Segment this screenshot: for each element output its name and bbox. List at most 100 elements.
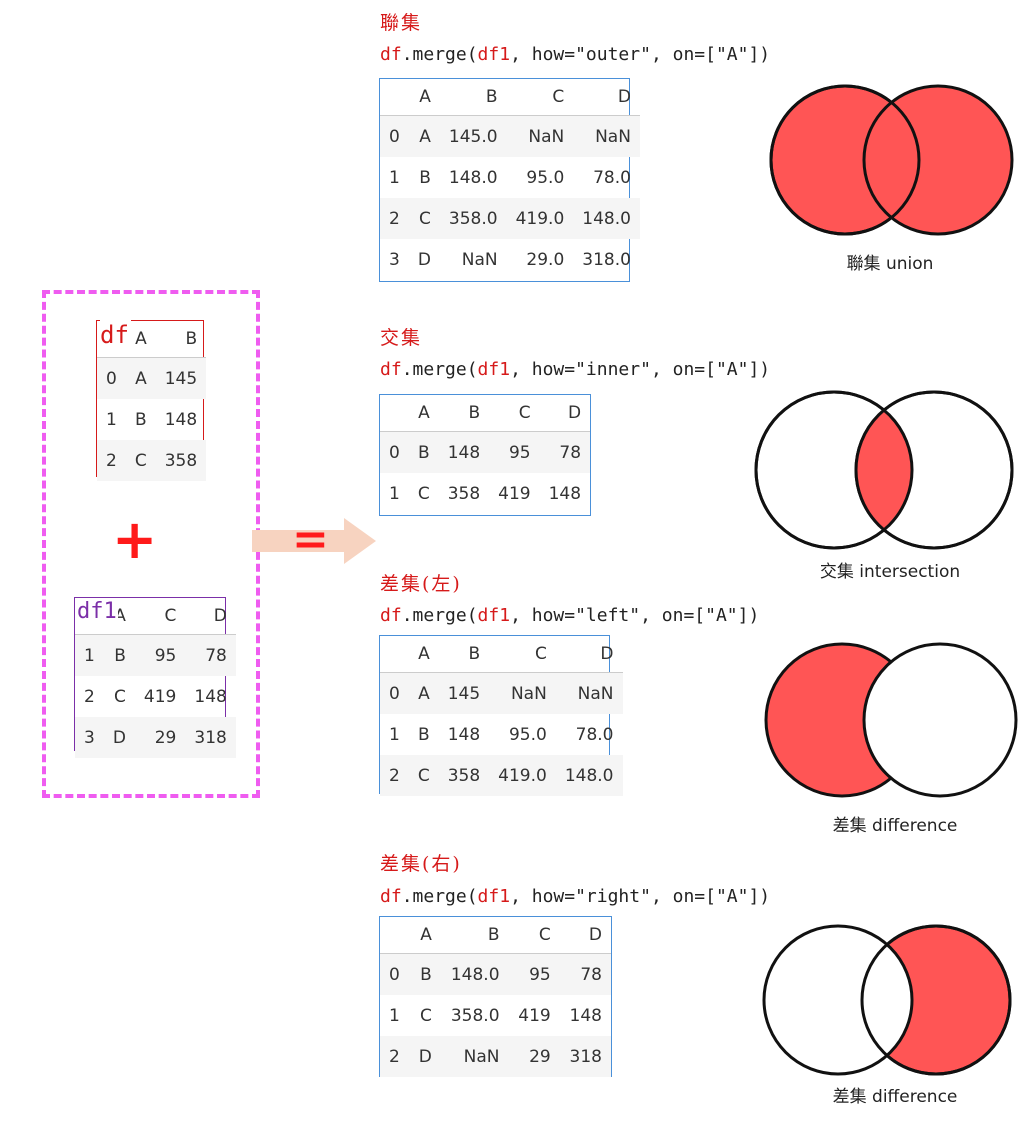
cell: 95	[134, 634, 186, 676]
right-difference-title: 差集(右)	[380, 853, 462, 875]
venn-intersection-fill	[856, 392, 912, 548]
col-d: D	[559, 917, 611, 954]
cell: B	[418, 724, 430, 745]
union-code: df.merge(df1, how="outer", on=["A"])	[380, 44, 770, 65]
cell: D	[103, 717, 135, 758]
cell: 145.0	[439, 115, 507, 157]
cell: 0	[380, 672, 409, 714]
cell: 145	[155, 357, 207, 399]
col-b: B	[438, 636, 490, 673]
cell: C	[114, 686, 126, 707]
cell: 145	[438, 672, 490, 714]
cell: 1	[389, 724, 400, 745]
cell: A	[408, 672, 439, 714]
intersection-title: 交集	[380, 327, 423, 349]
df1-label: df1	[77, 598, 118, 626]
col-d: D	[555, 636, 623, 673]
code-args: , how="right", on=["A"])	[510, 886, 771, 907]
cell: A	[125, 357, 156, 399]
cell: C	[408, 755, 439, 796]
col-index	[380, 636, 409, 673]
cell: 0	[97, 357, 126, 399]
intersection-venn-diagram	[754, 390, 1014, 550]
code-method: .merge(	[401, 44, 478, 65]
cell: C	[419, 1005, 432, 1026]
code-df: df	[380, 605, 402, 626]
cell: 2	[380, 1036, 410, 1077]
df1-col-c: C	[134, 598, 186, 635]
cell: NaN	[573, 115, 640, 157]
cell: 29.0	[526, 249, 565, 270]
union-venn-label: 聯集 union	[846, 254, 934, 274]
cell: 318	[559, 1036, 611, 1077]
code-df1: df1	[477, 359, 511, 380]
cell: 2	[380, 198, 409, 239]
col-index	[380, 79, 409, 116]
left-difference-title: 差集(左)	[380, 573, 462, 595]
intersection-venn-label: 交集 intersection	[819, 562, 961, 582]
cell: 29	[134, 717, 186, 758]
venn-left-circle	[762, 924, 914, 1076]
cell: D	[409, 1036, 441, 1077]
df-label: df	[100, 320, 131, 350]
cell: B	[409, 953, 441, 995]
cell: 78.0	[593, 167, 631, 188]
result-arrow	[252, 518, 376, 564]
cell: NaN	[506, 115, 574, 157]
cell: 78	[559, 953, 611, 995]
plus-sign: +	[112, 508, 158, 571]
col-c: C	[508, 917, 560, 954]
cell: 1	[389, 167, 400, 188]
code-method: .merge(	[401, 359, 478, 380]
union-title: 聯集	[380, 12, 423, 34]
right-difference-venn-label: 差集 difference	[832, 1087, 958, 1107]
cell: B	[135, 409, 147, 430]
cell: 358.0	[439, 198, 507, 239]
cell: 148	[164, 409, 198, 430]
cell: 358	[155, 440, 207, 481]
cell: B	[408, 431, 439, 473]
code-args: , how="left", on=["A"])	[510, 605, 760, 626]
cell: 419	[518, 1005, 551, 1026]
cell: B	[103, 634, 135, 676]
col-d: D	[539, 395, 591, 432]
cell: C	[125, 440, 156, 481]
cell: 148.0	[448, 167, 498, 188]
cell: 0	[380, 431, 409, 473]
col-index	[380, 395, 409, 432]
left-difference-venn-label: 差集 difference	[832, 816, 958, 836]
cell: 419.0	[506, 198, 574, 239]
code-df1: df1	[477, 886, 511, 907]
right-difference-venn-diagram	[762, 924, 1012, 1076]
col-c: C	[489, 636, 556, 673]
code-df: df	[380, 359, 402, 380]
cell: NaN	[489, 672, 556, 714]
equals-sign: =	[292, 514, 329, 565]
cell: 318.0	[582, 249, 631, 270]
intersection-code: df.merge(df1, how="inner", on=["A"])	[380, 359, 770, 380]
code-df1: df1	[477, 605, 511, 626]
cell: 78	[185, 634, 236, 676]
cell: 148	[548, 483, 582, 504]
cell: NaN	[555, 672, 623, 714]
code-args: , how="inner", on=["A"])	[510, 359, 771, 380]
cell: NaN	[461, 249, 498, 270]
code-df: df	[380, 886, 402, 907]
cell: 95	[489, 431, 540, 473]
cell: 2	[84, 686, 95, 707]
cell: 95.0	[508, 724, 547, 745]
col-a: A	[408, 636, 439, 673]
cell: 358	[438, 755, 490, 796]
